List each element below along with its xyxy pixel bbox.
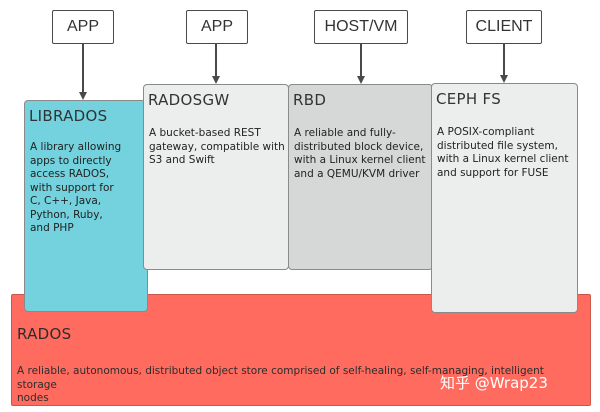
radosgw-title: RADOSGW [148,91,230,109]
hostvm-box: HOST/VM [314,10,408,44]
watermark-text: 知乎 @Wrap23 [440,374,548,392]
rbd-title: RBD [293,91,327,109]
librados-title: LIBRADOS [29,107,108,125]
rados-title: RADOS [17,325,72,343]
app-box-2: APP [186,10,248,44]
client-box: CLIENT [466,10,542,44]
rados-description: A reliable, autonomous, distributed obje… [17,365,544,404]
rbd-panel: RBD A reliable and fully-distributed blo… [288,84,433,270]
cephfs-title: CEPH FS [436,90,502,108]
rbd-description: A reliable and fully-distributed block d… [294,127,426,180]
app-box-1: APP [52,10,114,44]
